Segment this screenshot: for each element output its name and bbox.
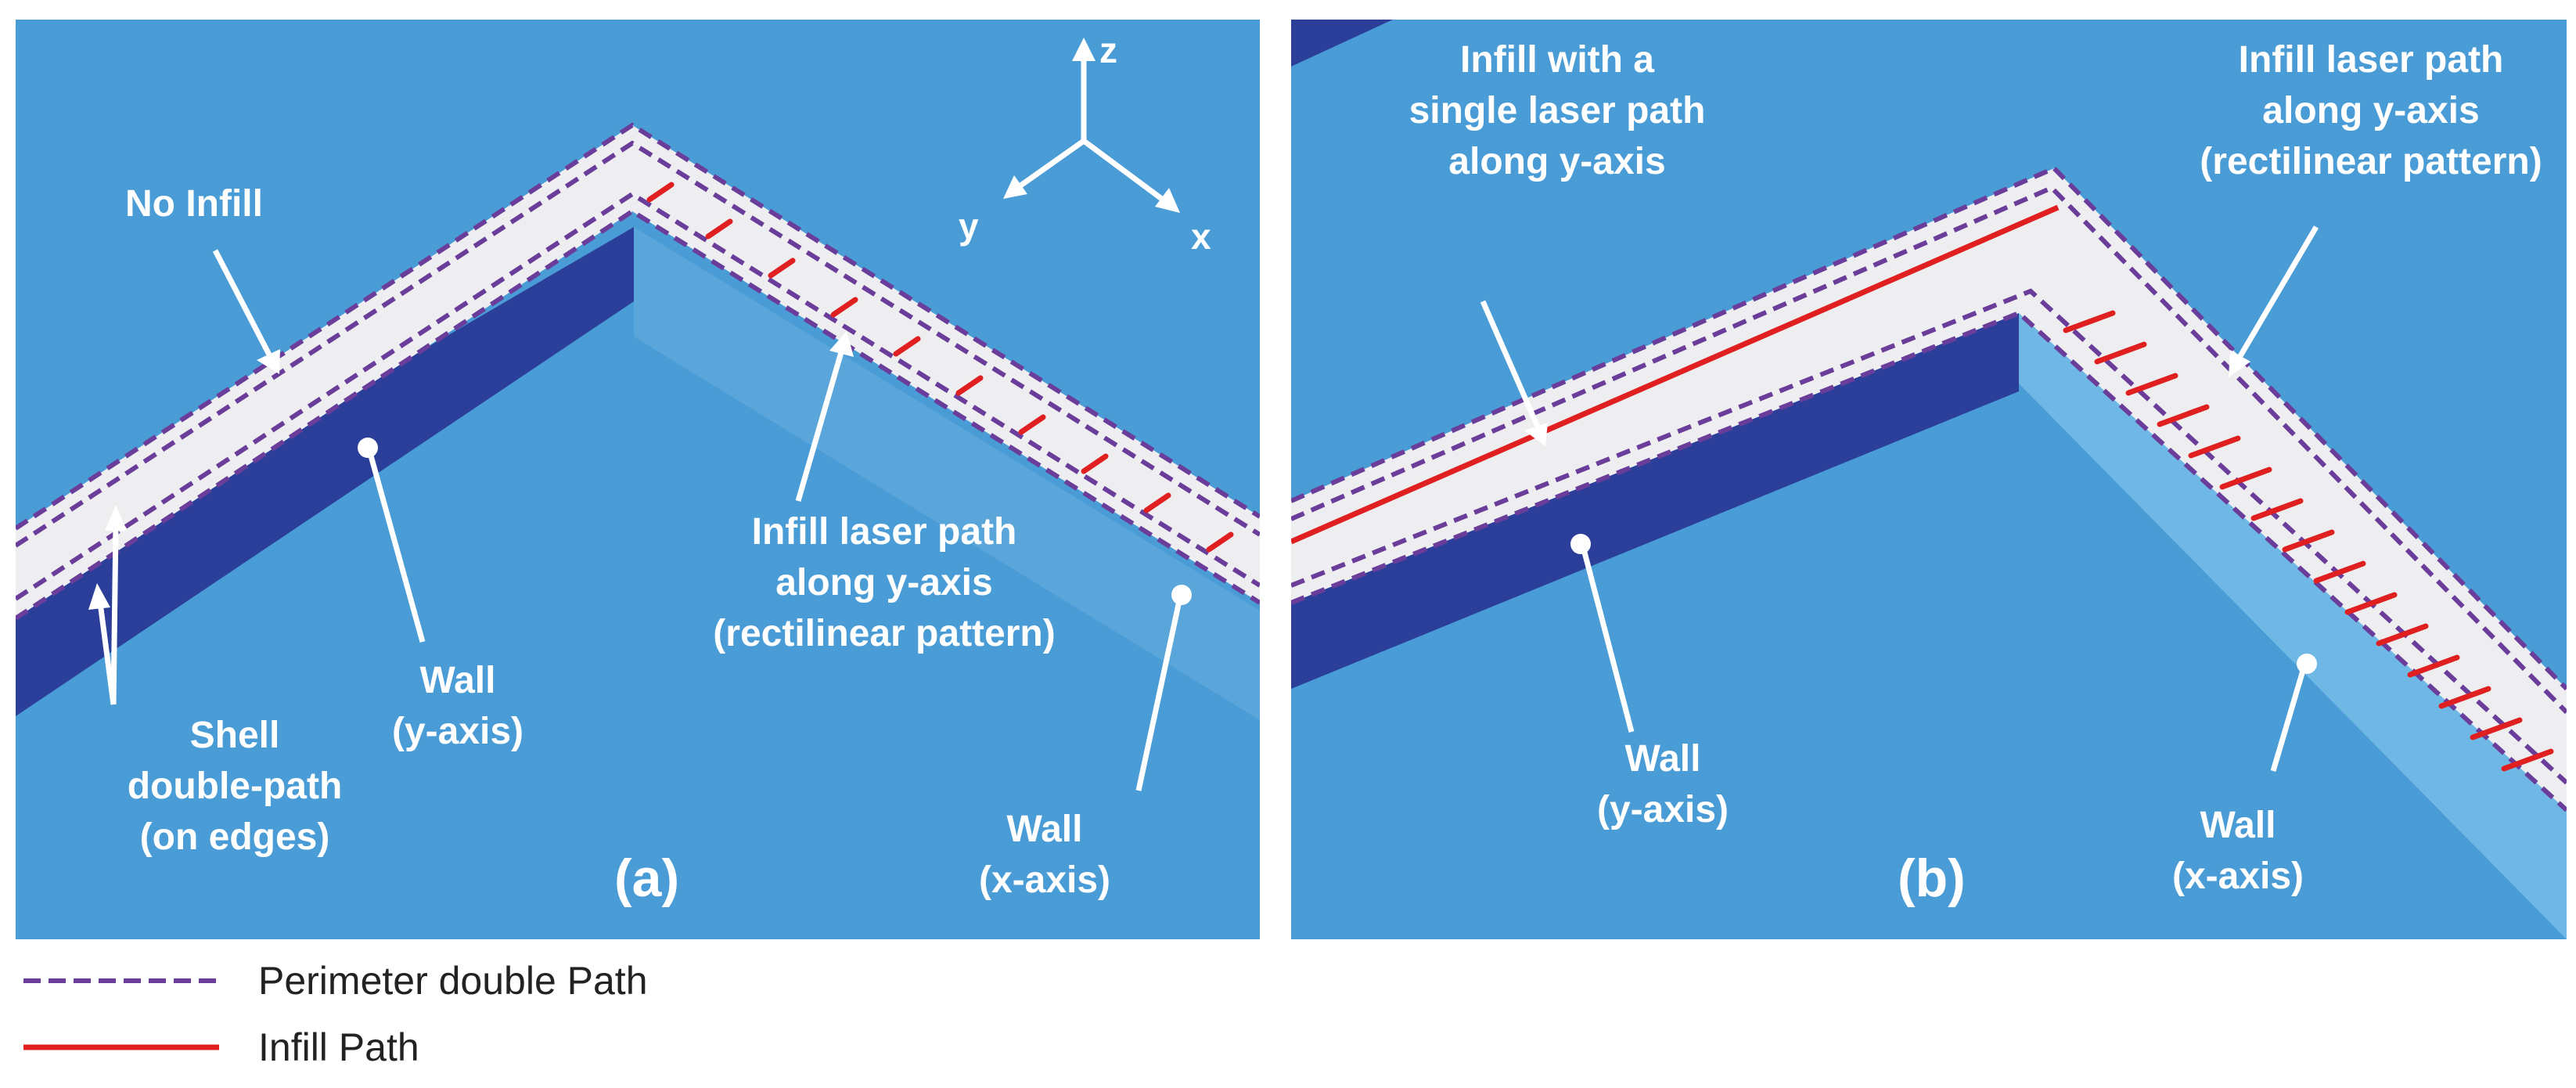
panel-a-layer xyxy=(16,125,1260,618)
infill-label-line1: Infill laser path xyxy=(752,511,1017,553)
single-infill-label-line2: single laser path xyxy=(1409,90,1706,131)
single-infill-label-line3: along y-axis xyxy=(1448,141,1665,182)
wall-x-b-label-line1: Wall xyxy=(2200,805,2276,846)
no-infill-label: No Infill xyxy=(125,183,263,225)
panel-b-wall-y xyxy=(1291,313,2019,689)
panel-a-wall-x xyxy=(634,227,1260,720)
wall-y-b-label-line2: (y-axis) xyxy=(1597,789,1729,830)
axes-triad xyxy=(1003,38,1180,213)
panel-a-wall-y xyxy=(16,227,634,716)
panel-a-perimeter-paths xyxy=(16,122,1260,621)
panel-a: z y x No Infill Infill laser path along … xyxy=(16,20,1260,939)
wall-y-label-line2: (y-axis) xyxy=(392,711,523,752)
panel-a-infill-paths xyxy=(646,182,1234,553)
shell-label-line1: Shell xyxy=(190,715,280,756)
panel-b-pointers xyxy=(1480,225,2319,772)
z-axis-label: z xyxy=(1099,30,1117,70)
panel-b-corner xyxy=(1291,20,1393,67)
legend-perimeter-label: Perimeter double Path xyxy=(258,959,648,1003)
panel-b-single-infill xyxy=(1291,204,2060,545)
infill-label-line3: (rectilinear pattern) xyxy=(713,613,1055,654)
panel-a-pointers xyxy=(88,249,1192,791)
infill-label-line2: along y-axis xyxy=(775,562,992,603)
panel-b-wall-x xyxy=(2019,313,2567,939)
wall-x-label-line2: (x-axis) xyxy=(979,859,1110,901)
panel-b: Infill with a single laser path along y-… xyxy=(1291,20,2567,939)
x-axis-label: x xyxy=(1191,216,1211,257)
legend: Perimeter double Path Infill Path xyxy=(23,959,648,1069)
legend-infill-label: Infill Path xyxy=(258,1025,419,1069)
panel-b-layer xyxy=(1291,168,2567,810)
wall-x-b-label-line2: (x-axis) xyxy=(2172,856,2304,897)
infill-b-label-line1: Infill laser path xyxy=(2239,39,2504,81)
infill-b-label-line2: along y-axis xyxy=(2262,90,2479,131)
shell-label-line3: (on edges) xyxy=(140,816,330,858)
wall-x-label-line1: Wall xyxy=(1007,809,1083,850)
single-infill-label-line1: Infill with a xyxy=(1460,39,1654,81)
panel-b-tag: (b) xyxy=(1898,848,1966,908)
panel-b-perimeter-paths xyxy=(1291,165,2567,812)
panel-b-infill-paths xyxy=(2063,310,2554,772)
infill-b-label-line3: (rectilinear pattern) xyxy=(2200,141,2542,182)
y-axis-label: y xyxy=(959,206,979,247)
wall-y-b-label-line1: Wall xyxy=(1625,738,1701,780)
wall-y-label-line1: Wall xyxy=(420,660,496,701)
panel-a-tag: (a) xyxy=(614,848,679,908)
shell-label-line2: double-path xyxy=(128,766,343,807)
